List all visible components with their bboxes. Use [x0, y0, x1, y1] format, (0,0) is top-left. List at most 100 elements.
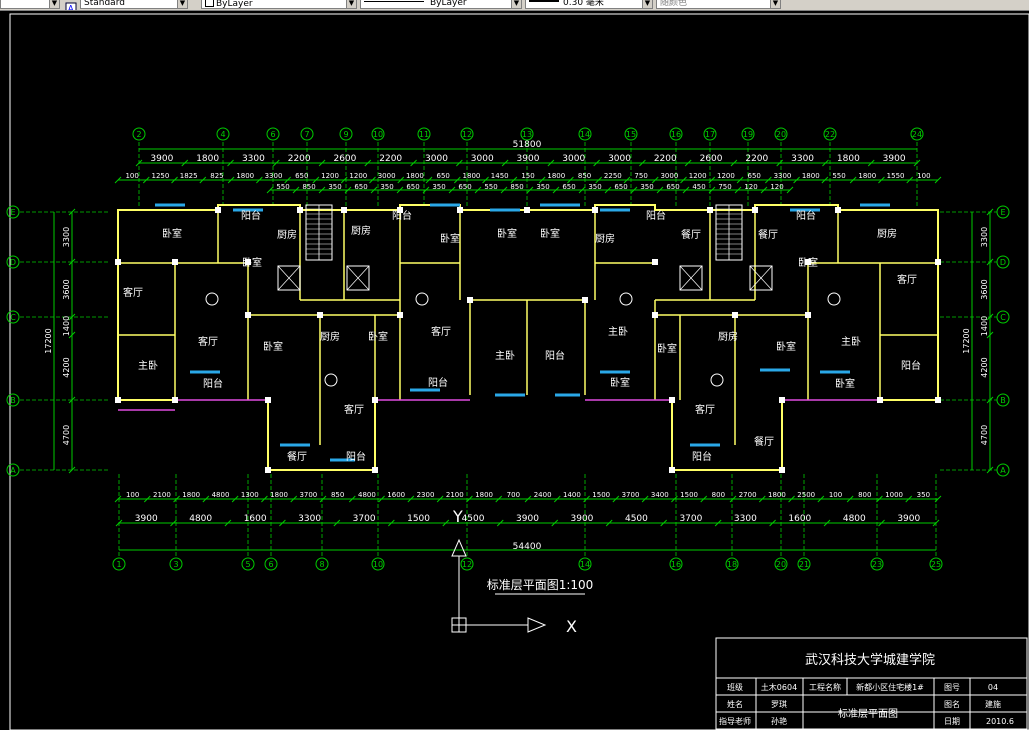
exterior-wall: [671, 400, 783, 471]
dimension-text: 1200: [321, 172, 339, 180]
dimension-text: 650: [562, 183, 575, 191]
tb-date-value: 2010.6: [986, 717, 1014, 726]
color-dropdown[interactable]: ▼: [346, 0, 357, 9]
dimension-tick: [68, 466, 76, 474]
column: [935, 397, 941, 403]
dimension-text: 1800: [463, 172, 481, 180]
axis-bubble: [774, 557, 788, 571]
column: [779, 397, 785, 403]
dimension-tick: [769, 519, 776, 527]
tb-drawing-no-label: 图号: [944, 683, 960, 692]
dimension-text: 17200: [44, 328, 53, 353]
text-style-icon[interactable]: A: [65, 0, 77, 10]
dimension-tick: [256, 176, 263, 184]
dimension-text: 3900: [571, 514, 594, 524]
dimension-tick: [776, 159, 784, 167]
dimension-tick: [551, 519, 559, 527]
elevator-cross: [679, 265, 703, 291]
text-style-dropdown[interactable]: ▼: [177, 0, 188, 9]
dimension-tick: [227, 176, 235, 184]
dimension-text: 350: [432, 183, 445, 191]
dimension-text: 2250: [604, 172, 622, 180]
dimension-text: 3600: [62, 279, 71, 299]
layout-combo-dropdown[interactable]: ▼: [49, 0, 60, 9]
tb-sheet-label: 图名: [944, 699, 960, 709]
dimension-tick: [284, 176, 292, 184]
dimension-tick: [760, 186, 768, 194]
axis-label: 23: [872, 560, 882, 569]
column: [317, 312, 323, 318]
axis-label: 15: [626, 130, 636, 139]
linetype-dropdown[interactable]: ▼: [511, 0, 522, 9]
linetype-select[interactable]: ByLayer: [360, 0, 512, 9]
layout-combo[interactable]: [0, 0, 50, 9]
dimension-tick: [369, 176, 376, 184]
dimension-tick: [266, 186, 274, 194]
color-select[interactable]: ByLayer: [201, 0, 347, 9]
column: [582, 297, 588, 303]
dimension-tick: [181, 159, 189, 167]
dimension-tick: [524, 495, 532, 503]
room-labels: 阳台阳台阳台阳台卧室卧室卧室卧室厨房厨房厨房厨房餐厅餐厅卧室卧室客厅客厅客厅客厅…: [123, 209, 921, 463]
dimension-tick: [605, 519, 613, 527]
dimension-text: 120: [744, 183, 757, 191]
axis-label: 24: [912, 130, 922, 139]
unit-marker: [324, 373, 338, 387]
axis-label: 12: [462, 130, 472, 139]
column: [707, 207, 713, 213]
axis-label: E: [10, 208, 15, 217]
lineweight-select[interactable]: 0.30 毫米: [525, 0, 643, 9]
text-style-select[interactable]: Standard: [80, 0, 178, 9]
axis-bubble: [315, 557, 329, 571]
room-label: 厨房: [718, 330, 738, 343]
dimension-tick: [448, 186, 456, 194]
window: [410, 388, 440, 392]
axis-bubble: [741, 127, 755, 141]
dimension-tick: [729, 495, 737, 503]
axis-label: E: [1000, 208, 1005, 217]
dimension-text: 1600: [788, 514, 811, 524]
dimension-tick: [708, 176, 716, 184]
dimension-text: 650: [666, 183, 679, 191]
axis-bubble: [996, 310, 1010, 324]
dimension-text: 2300: [417, 491, 435, 499]
axis-label: 4: [220, 130, 225, 139]
dimension-tick: [552, 186, 560, 194]
dimension-text: 850: [510, 183, 523, 191]
dimension-tick: [455, 159, 463, 167]
dimension-text: 3300: [980, 227, 989, 247]
dimension-tick: [436, 495, 444, 503]
lineweight-dropdown[interactable]: ▼: [642, 0, 653, 9]
dimension-tick: [387, 519, 395, 527]
column: [115, 259, 121, 265]
dimension-text: 1800: [858, 172, 876, 180]
plot-style-select[interactable]: 随颜色: [656, 0, 771, 9]
elevator: [346, 265, 370, 291]
dimension-text: 1500: [680, 491, 698, 499]
column: [652, 259, 658, 265]
window: [495, 393, 525, 397]
dimension-text: 3000: [425, 154, 448, 164]
dimension-text: 4800: [189, 514, 212, 524]
dimension-text: 3300: [242, 154, 265, 164]
plot-style-dropdown[interactable]: ▼: [770, 0, 781, 9]
room-label: 卧室: [540, 227, 560, 240]
dimension-tick: [876, 495, 883, 503]
dimension-tick: [736, 176, 744, 184]
dimension-text: 3900: [517, 154, 540, 164]
axis-label: 6: [268, 560, 273, 569]
dimension-text: 4200: [980, 357, 989, 377]
dimension-tick: [604, 186, 612, 194]
dimension-text: 100: [126, 491, 139, 499]
dimension-tick: [466, 495, 473, 503]
axis-bubble: [264, 557, 278, 571]
dimension-tick: [526, 186, 534, 194]
dimension-tick: [348, 495, 356, 503]
dimension-text: 2200: [654, 154, 677, 164]
room-label: 客厅: [198, 335, 218, 348]
axis-bubble: [169, 557, 183, 571]
dimension-text: 800: [858, 491, 871, 499]
dimension-text: 2600: [333, 154, 356, 164]
dimension-tick: [199, 176, 207, 184]
